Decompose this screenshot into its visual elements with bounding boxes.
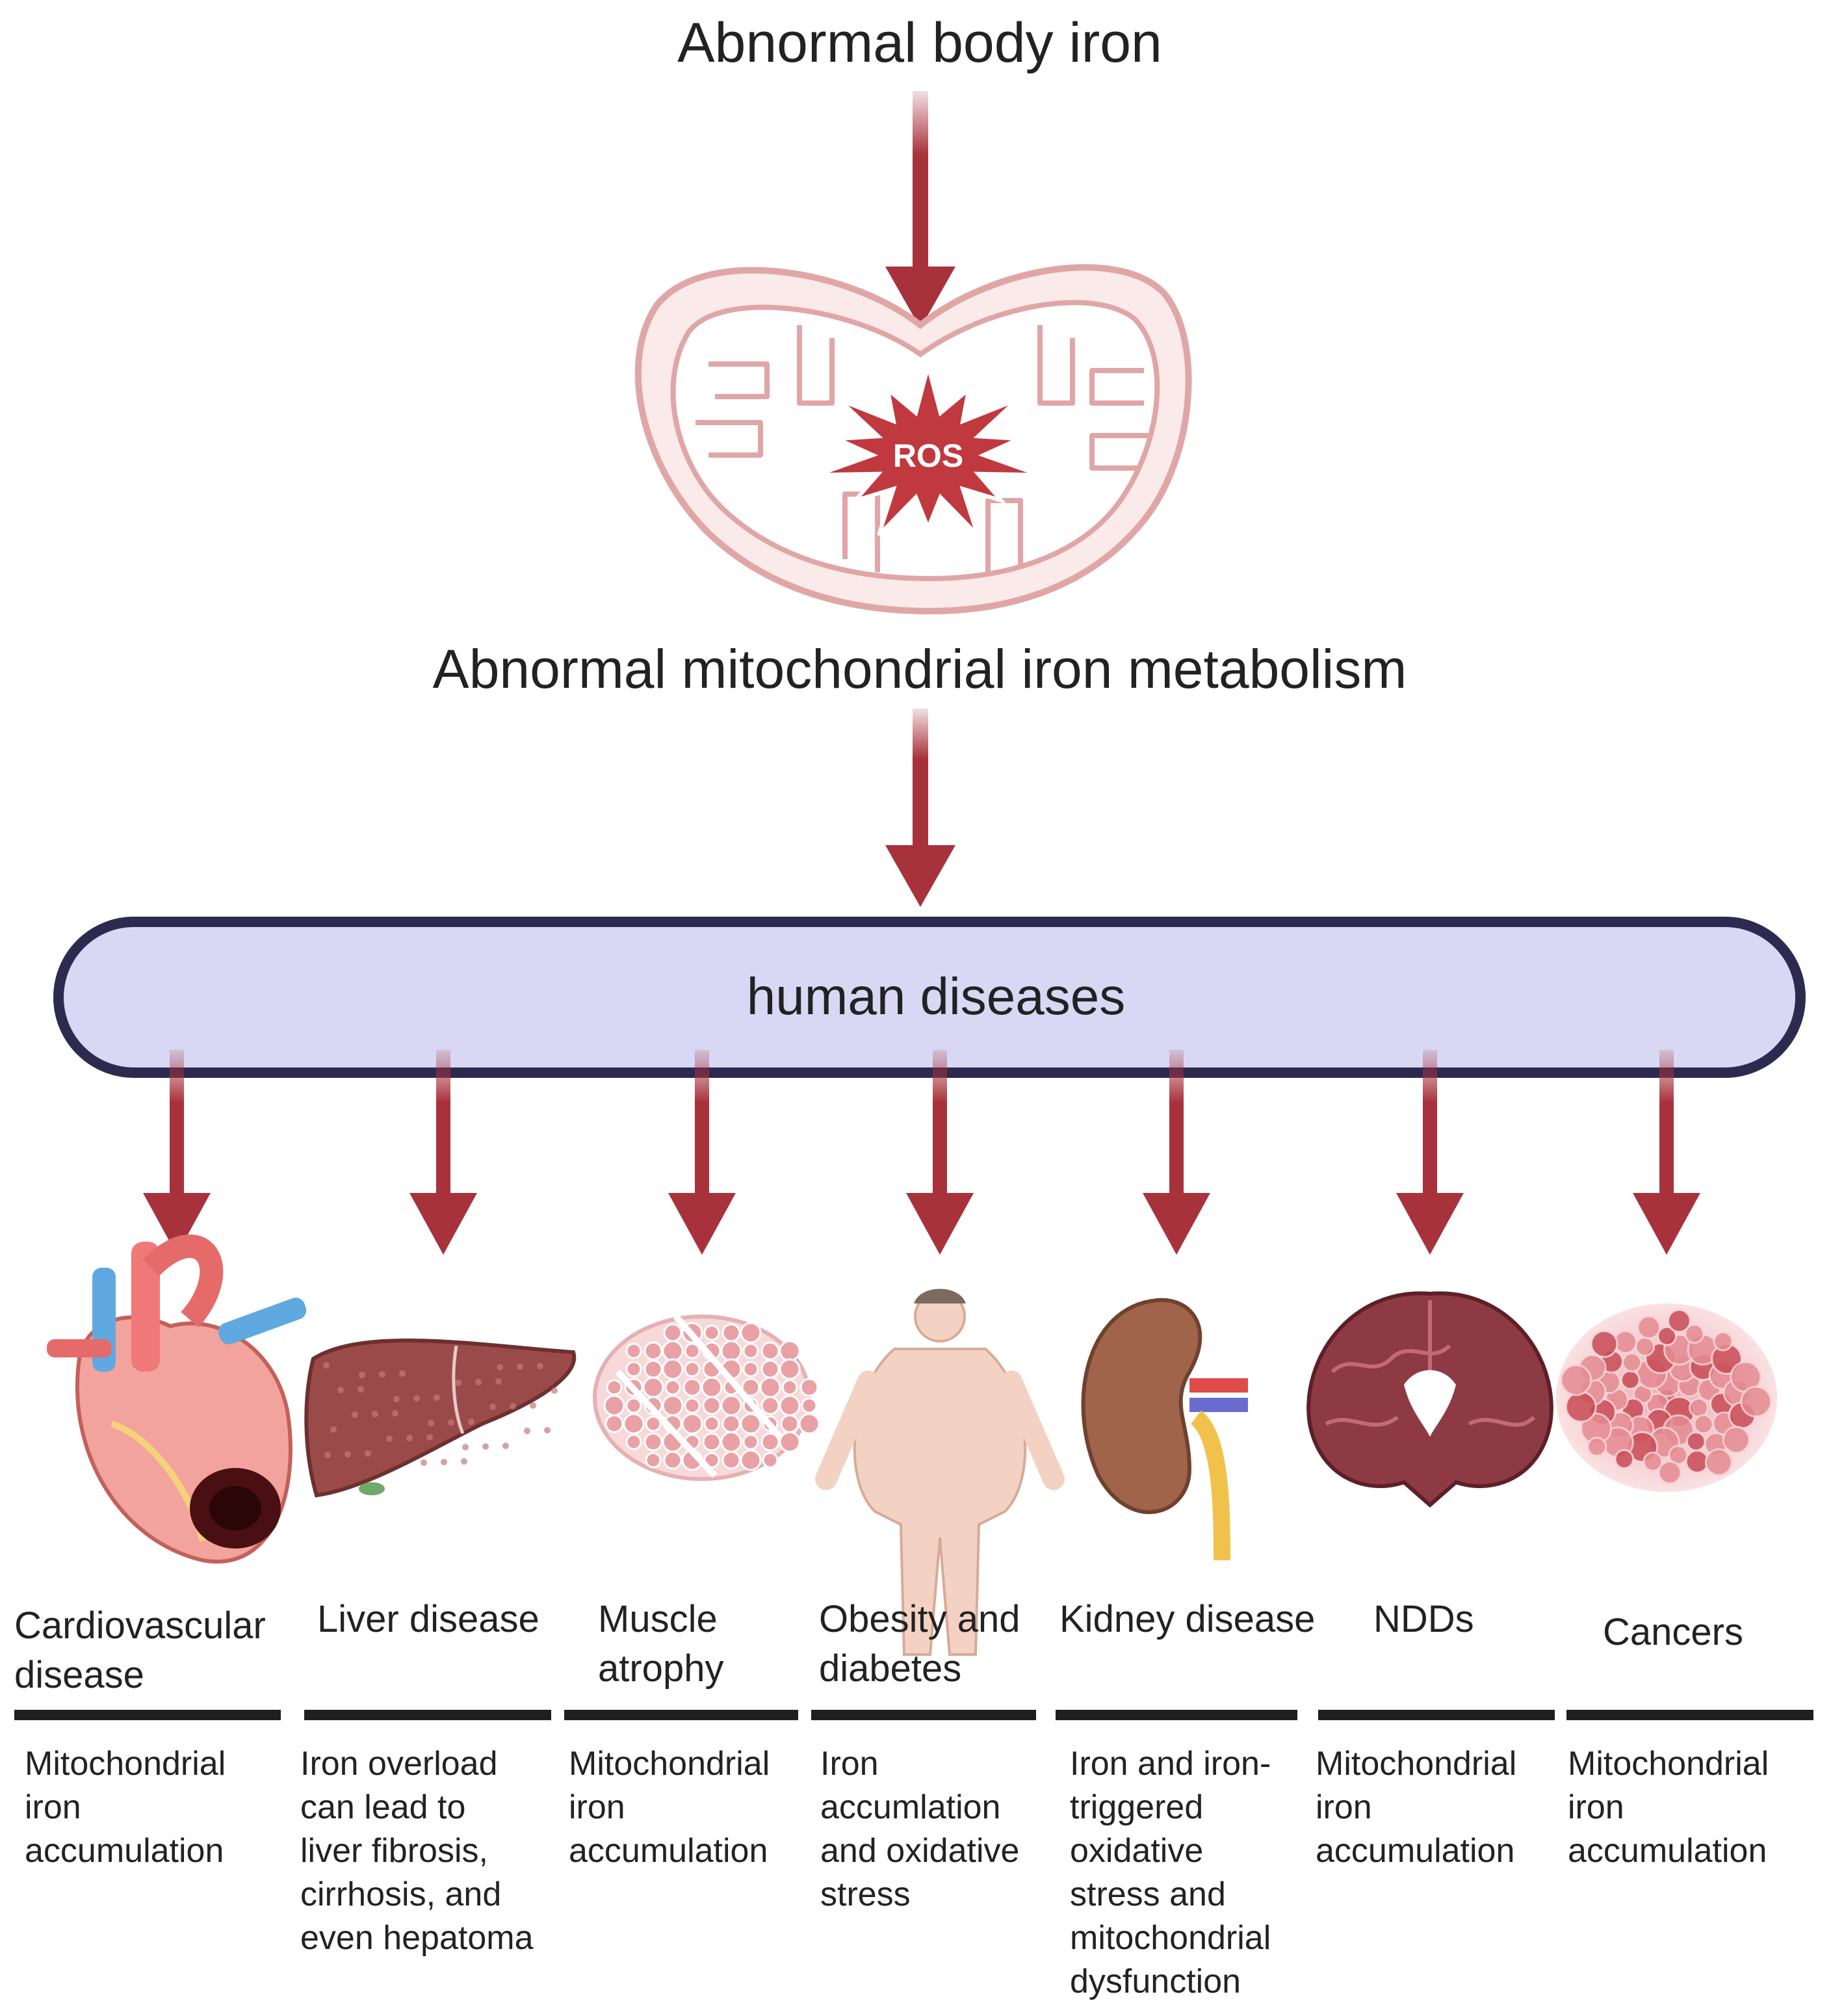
divider-line: [564, 1710, 798, 1720]
disease-description-line: iron: [569, 1788, 625, 1826]
obese-person-icon: [815, 1289, 1065, 1656]
disease-name: Kidney disease: [1059, 1598, 1315, 1640]
disease-name-line: Cancers: [1603, 1611, 1743, 1653]
disease-description: Iron accumlation and oxidative stress: [820, 1745, 1019, 1913]
disease-description-line: iron: [1568, 1788, 1624, 1826]
disease-name-line: Muscle: [598, 1598, 718, 1640]
heart-icon: [47, 1234, 307, 1564]
disease-description: Mitochondrial iron accumulation: [25, 1745, 226, 1870]
brain-icon: [1306, 1291, 1553, 1508]
divider-line: [1566, 1710, 1813, 1720]
divider-line: [811, 1710, 1036, 1720]
divider-line: [1056, 1710, 1297, 1720]
disease-description: Iron and iron-triggered oxidative stress a…: [1070, 1745, 1271, 2000]
disease-description-line: iron: [25, 1788, 81, 1826]
mitochondrial-metabolism-label: Abnormal mitochondrial iron metabolism: [433, 638, 1407, 700]
disease-description-line: Mitochondrial: [569, 1745, 770, 1783]
disease-name-line: disease: [14, 1654, 144, 1696]
disease-name-line: Liver disease: [317, 1598, 539, 1640]
disease-description: Mitochondrial iron accumulation: [1568, 1745, 1769, 1870]
disease-description-line: iron: [1316, 1788, 1372, 1826]
disease-description-line: Iron overload: [300, 1745, 498, 1783]
muscle-tissue-icon: [593, 1314, 820, 1481]
disease-description-line: triggered: [1070, 1788, 1203, 1826]
arrow-metabolism-to-diseases: [885, 709, 955, 907]
disease-arrow: [1396, 1050, 1464, 1255]
divider-line: [14, 1710, 281, 1720]
disease-description: Iron overload can lead to liver fibrosis, c…: [300, 1745, 534, 1957]
kidney-icon: [1081, 1298, 1248, 1561]
disease-description-line: accumulation: [1568, 1832, 1767, 1870]
disease-description: Mitochondrial iron accumulation: [569, 1745, 770, 1870]
tumor-cells-icon: [1556, 1303, 1777, 1492]
disease-name-line: Obesity and: [819, 1598, 1020, 1640]
disease-description-line: Mitochondrial: [25, 1745, 226, 1783]
disease-name: Muscle atrophy: [598, 1598, 723, 1690]
human-diseases-hub: human diseases: [53, 917, 1806, 1078]
disease-description-line: accumulation: [25, 1832, 224, 1870]
disease-description-line: oxidative: [1070, 1832, 1203, 1870]
hub-label: human diseases: [747, 967, 1126, 1025]
divider-line: [1318, 1710, 1555, 1720]
disease-description-line: mitochondrial: [1070, 1919, 1271, 1957]
disease-description-line: Mitochondrial: [1568, 1745, 1769, 1783]
disease-arrow: [1633, 1050, 1700, 1255]
disease-description-line: Iron and iron-: [1070, 1745, 1271, 1783]
disease-description-line: accumlation: [820, 1788, 1000, 1826]
ros-label: ROS: [893, 438, 963, 474]
disease-description-line: stress: [820, 1876, 911, 1913]
disease-description-line: cirrhosis, and: [300, 1876, 501, 1913]
disease-arrow: [668, 1050, 736, 1255]
ros-burst-icon: ROS: [816, 358, 1040, 537]
disease-description-line: liver fibrosis,: [300, 1832, 488, 1870]
disease-name: Cardiovascular disease: [14, 1604, 266, 1696]
disease-description-line: dysfunction: [1070, 1963, 1241, 2000]
disease-description-line: can lead to: [300, 1788, 465, 1826]
disease-name: Liver disease: [317, 1598, 539, 1640]
diagram-title: Abnormal body iron: [677, 12, 1162, 74]
disease-name-line: NDDs: [1373, 1598, 1474, 1640]
disease-description-line: even hepatoma: [300, 1919, 534, 1957]
disease-name: NDDs: [1373, 1598, 1474, 1640]
disease-description-line: Iron: [820, 1745, 879, 1783]
disease-name-line: Kidney disease: [1059, 1598, 1315, 1640]
arrow-body-iron-to-mitochondrion: [885, 91, 955, 328]
disease-name-line: atrophy: [598, 1647, 723, 1690]
disease-arrow: [1143, 1050, 1210, 1255]
disease-description-line: stress and: [1070, 1876, 1226, 1913]
disease-arrow: [906, 1050, 974, 1255]
divider-line: [304, 1710, 551, 1720]
liver-icon: [304, 1338, 577, 1498]
disease-name-line: diabetes: [819, 1647, 961, 1690]
disease-name-line: Cardiovascular: [14, 1604, 266, 1647]
disease-description-line: accumulation: [1316, 1832, 1514, 1870]
disease-arrow: [143, 1050, 211, 1255]
disease-name: Cancers: [1603, 1611, 1743, 1653]
disease-description-line: accumulation: [569, 1832, 768, 1870]
disease-arrow: [409, 1050, 477, 1255]
disease-name: Obesity and diabetes: [819, 1598, 1020, 1690]
disease-description: Mitochondrial iron accumulation: [1316, 1745, 1516, 1870]
disease-description-line: and oxidative: [820, 1832, 1019, 1870]
disease-description-line: Mitochondrial: [1316, 1745, 1516, 1783]
